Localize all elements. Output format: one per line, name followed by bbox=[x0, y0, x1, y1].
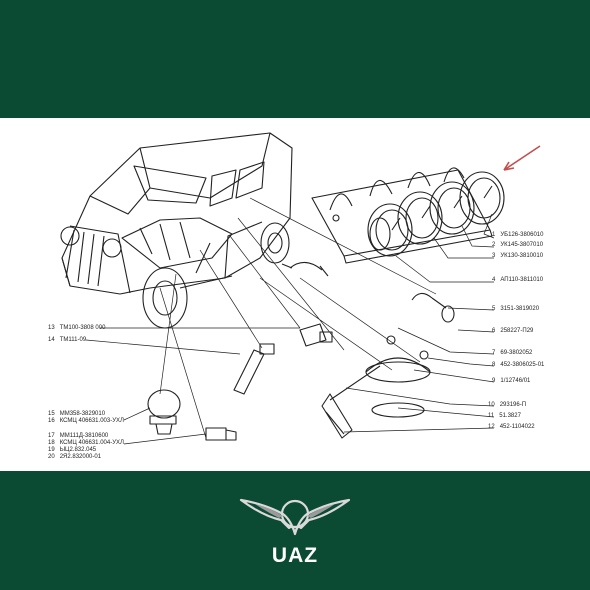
gauge-1-pressure bbox=[459, 171, 505, 225]
instrument-panel bbox=[311, 167, 493, 264]
right-label-3: 3 УК130-3810010 bbox=[492, 253, 544, 259]
gauge-2-fuel bbox=[429, 181, 475, 235]
left-label-16: 16 КСМЦ 406631.003-УХЛ bbox=[48, 418, 124, 424]
right-label-9: 9 1/12746/01 bbox=[492, 378, 531, 384]
fuel-sender bbox=[321, 335, 431, 439]
left-label-17: 17 ММ111Д-3810600 bbox=[48, 433, 109, 439]
left-label-13: 13 ТМ100-3808 000 bbox=[48, 325, 106, 331]
callout-arrow-icon bbox=[503, 145, 541, 171]
top-band bbox=[0, 0, 590, 118]
left-label-20: 20 2Я2.832000-01 bbox=[48, 454, 102, 460]
right-label-6: 6 258227-П29 bbox=[492, 328, 534, 334]
speedometer-cable bbox=[281, 261, 455, 323]
pressure-sender bbox=[299, 323, 333, 347]
leader-lines bbox=[85, 197, 495, 445]
warning-switch bbox=[205, 427, 237, 441]
gauge-4-ammeter bbox=[367, 203, 413, 257]
right-label-7: 7 69-3802052 bbox=[492, 350, 533, 356]
oil-pressure-gauge-sender bbox=[147, 389, 181, 435]
left-label-18: 18 КСМЦ 406631.004-УХЛ bbox=[48, 440, 124, 446]
gauge-3-temperature bbox=[397, 191, 443, 245]
left-label-14: 14 ТМ111-09 bbox=[48, 337, 87, 343]
right-label-10: 10 293196-П bbox=[488, 402, 527, 408]
right-label-2: 2 УК145-3807010 bbox=[492, 242, 544, 248]
left-label-19: 19 ЫЦ2.832.045 bbox=[48, 447, 97, 453]
vehicle-illustration bbox=[60, 132, 293, 329]
brand-logo: UAZ bbox=[235, 490, 355, 570]
temperature-sender bbox=[233, 343, 275, 395]
parts-diagram-drawing bbox=[60, 132, 541, 445]
right-label-8: 8 452-3806025-01 bbox=[492, 362, 545, 368]
right-label-4: 4 АП110-3811010 bbox=[492, 277, 544, 283]
right-label-1: 1 УБ126-3806010 bbox=[492, 232, 544, 238]
right-label-12: 12 452-1104022 bbox=[488, 424, 535, 430]
right-label-11: 11 51.3827 bbox=[488, 413, 521, 419]
right-label-5: 5 3151-3819020 bbox=[492, 306, 540, 312]
gauge-set bbox=[367, 171, 505, 257]
uaz-bird-emblem-icon bbox=[239, 498, 351, 536]
brand-name: UAZ bbox=[271, 544, 319, 567]
left-label-15: 15 ММ358-3829010 bbox=[48, 411, 106, 417]
parts-diagram: 1 УБ126-3806010 2 УК145-3807010 3 УК130-… bbox=[0, 118, 590, 471]
